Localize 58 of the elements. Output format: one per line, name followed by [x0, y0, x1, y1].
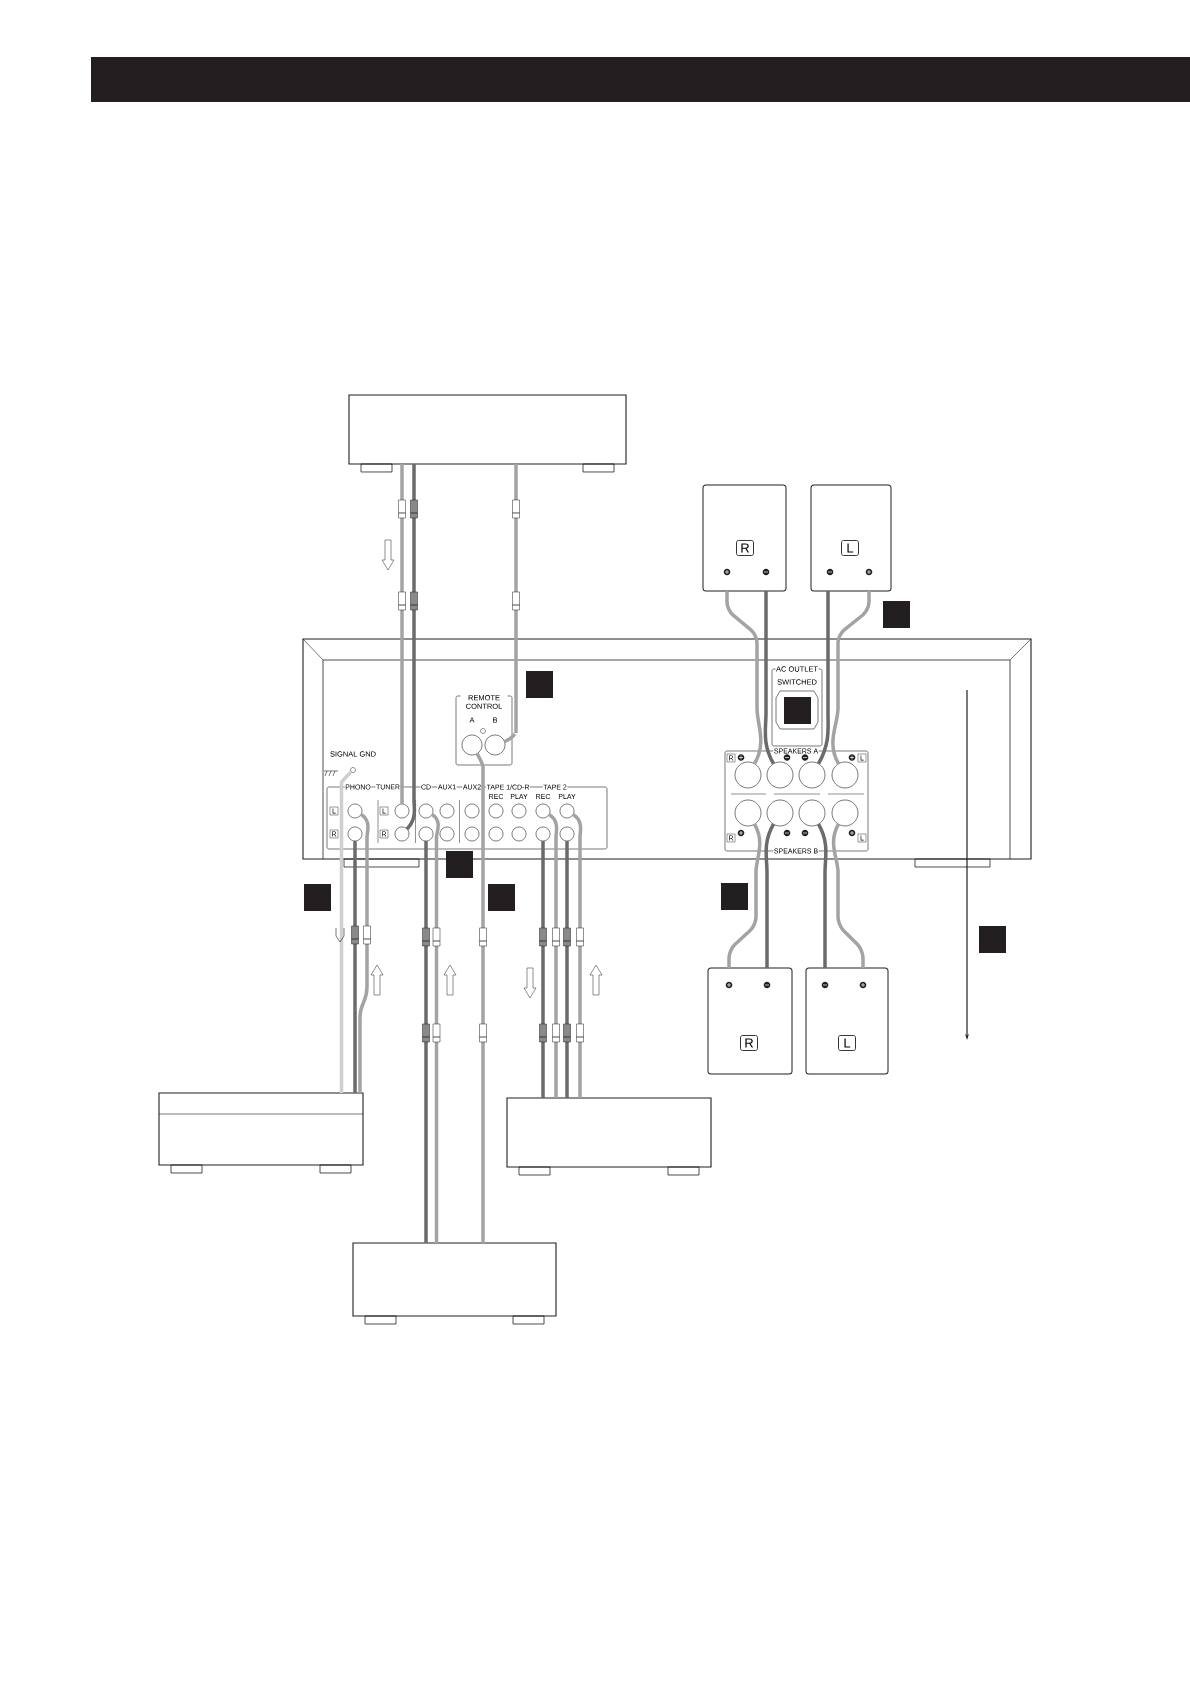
cable — [727, 823, 762, 968]
cable — [475, 752, 485, 1243]
input-jack — [559, 826, 575, 842]
cable — [400, 464, 404, 804]
input-jack — [511, 803, 527, 819]
cable — [339, 770, 353, 1093]
input-jack — [347, 826, 363, 842]
remote-jack — [484, 734, 506, 756]
input-jack — [511, 826, 527, 842]
speaker-terminal — [831, 761, 859, 789]
input-jack — [535, 826, 551, 842]
input-jack — [488, 826, 504, 842]
speaker-terminal — [798, 761, 826, 789]
input-jack — [439, 826, 455, 842]
cable — [430, 813, 440, 1243]
speaker-terminal — [831, 799, 859, 827]
device-box — [158, 1092, 364, 1174]
input-jack — [488, 803, 504, 819]
cable — [541, 841, 545, 1098]
cable — [831, 823, 865, 968]
cable — [764, 823, 776, 968]
cable — [405, 464, 417, 831]
speaker-terminal — [734, 799, 762, 827]
channel-label: R — [736, 540, 754, 556]
remote-jack — [461, 734, 483, 756]
channel-label: L — [838, 1035, 856, 1051]
cable — [548, 813, 559, 1098]
input-jack — [439, 803, 455, 819]
cable — [816, 823, 828, 968]
input-jack — [464, 826, 480, 842]
input-jack — [347, 803, 363, 819]
cable — [763, 591, 776, 765]
cable — [353, 841, 357, 1093]
input-jack — [418, 803, 434, 819]
input-jack — [464, 803, 480, 819]
speaker-terminal — [766, 799, 794, 827]
input-jack — [394, 826, 410, 842]
speaker-terminal — [766, 761, 794, 789]
channel-label: R — [740, 1035, 758, 1051]
input-jack — [394, 803, 410, 819]
cable — [565, 841, 569, 1098]
amplifier-rear-panel — [302, 638, 1032, 868]
device-box — [348, 394, 627, 473]
input-jack — [559, 803, 575, 819]
input-jack — [418, 826, 434, 842]
cable — [831, 591, 871, 765]
cable — [424, 841, 428, 1243]
speaker-terminal — [798, 799, 826, 827]
channel-label: L — [841, 540, 859, 556]
speaker-terminal — [734, 761, 762, 789]
device-box — [352, 1242, 557, 1325]
cable — [358, 813, 370, 1093]
device-box — [506, 1097, 712, 1176]
input-jack — [535, 803, 551, 819]
cable — [725, 591, 763, 765]
cable — [503, 464, 518, 744]
cable — [816, 591, 830, 765]
cable — [572, 813, 583, 1098]
